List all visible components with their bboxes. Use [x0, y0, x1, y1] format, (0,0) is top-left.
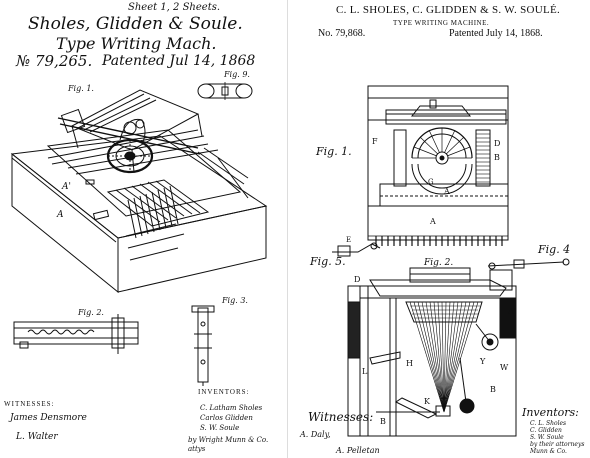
right-fig5-label: Fig. 5.: [310, 255, 346, 268]
svg-text:A: A: [429, 217, 436, 226]
left-ref-a: A: [57, 210, 64, 220]
svg-text:F: F: [372, 137, 378, 146]
right-fig4-label: Fig. 4: [538, 243, 571, 256]
left-inventor-3: S. W. Soule: [200, 424, 240, 432]
right-inventors-header: C. L. SHOLES, C. GLIDDEN & S. W. SOULÉ.: [336, 4, 561, 16]
right-fig1-label: Fig. 1.: [316, 145, 352, 158]
right-inventor-line: C. L. Sholes: [530, 420, 567, 427]
right-fig5-drawing: E: [332, 236, 381, 257]
left-fig1-drawing: [10, 89, 268, 293]
left-fig3-label: Fig. 3.: [222, 296, 248, 305]
right-inventors-label: Inventors:: [522, 406, 579, 419]
right-inventor-signatures: C. L. Sholes C. Glidden S. W. Soule by t…: [530, 420, 590, 455]
right-inventor-line: Munn & Co.: [530, 448, 567, 455]
svg-text:E: E: [346, 236, 351, 244]
svg-text:L: L: [362, 367, 368, 376]
right-witnesses-label: Witnesses:: [308, 410, 374, 424]
left-fig9-drawing: [197, 82, 253, 100]
left-attorney: by Wright Munn & Co. attys: [188, 436, 269, 453]
left-witness-1: James Densmore: [10, 413, 87, 423]
right-fig2-label: Fig. 2.: [424, 258, 454, 268]
left-fig3-drawing: [191, 305, 215, 386]
svg-text:B: B: [494, 153, 500, 162]
right-fig4-drawing: [487, 258, 570, 270]
svg-text:K: K: [424, 397, 431, 406]
sheet-label: Sheet 1, 2 Sheets.: [128, 2, 221, 13]
right-title: TYPE WRITING MACHINE.: [393, 19, 490, 27]
right-patented-date: Patented July 14, 1868.: [449, 28, 543, 39]
left-ref-a-prime: A': [62, 182, 71, 192]
svg-text:H: H: [406, 359, 413, 368]
left-patent-number: № 79,265.: [16, 52, 93, 70]
svg-text:D: D: [494, 139, 500, 148]
left-inventor-2: Carlos Glidden: [200, 414, 253, 422]
left-inventor-1: C. Latham Sholes: [200, 404, 263, 412]
sheet-divider: [287, 0, 288, 458]
left-patented-date: Patented Jul 14, 1868: [102, 53, 256, 69]
left-witness-2: L. Walter: [16, 432, 58, 442]
left-inventors-label: INVENTORS:: [198, 388, 250, 396]
svg-text:A': A': [507, 307, 516, 316]
right-inventor-line: S. W. Soule: [530, 434, 564, 441]
right-fig2-drawing: D L B B K W Y H A': [347, 267, 517, 437]
left-witnesses-label: WITNESSES:: [4, 400, 55, 408]
svg-text:Y: Y: [479, 357, 486, 366]
right-inventor-line: by their attorneys: [530, 441, 585, 448]
left-fig2-drawing: [13, 314, 139, 354]
right-inventor-line: C. Glidden: [530, 427, 562, 434]
svg-text:B: B: [380, 417, 386, 426]
svg-text:G: G: [428, 178, 434, 186]
right-witness-2: A. Pelletan: [336, 446, 380, 455]
right-patent-number: No. 79,868.: [318, 28, 366, 39]
right-fig1-drawing: D B A A F G: [367, 85, 509, 246]
left-invention-title: Type Writing Mach.: [56, 34, 217, 53]
left-fig1-label: Fig. 1.: [68, 84, 94, 93]
left-fig2-label: Fig. 2.: [78, 308, 104, 317]
left-inventors-title: Sholes, Glidden & Soule.: [28, 14, 243, 34]
svg-text:D: D: [354, 275, 360, 284]
svg-text:W: W: [500, 363, 509, 372]
svg-text:A: A: [443, 187, 450, 196]
svg-text:B: B: [490, 385, 496, 394]
left-fig9-label: Fig. 9.: [224, 70, 250, 79]
right-witness-1: A. Daly,: [300, 430, 331, 439]
